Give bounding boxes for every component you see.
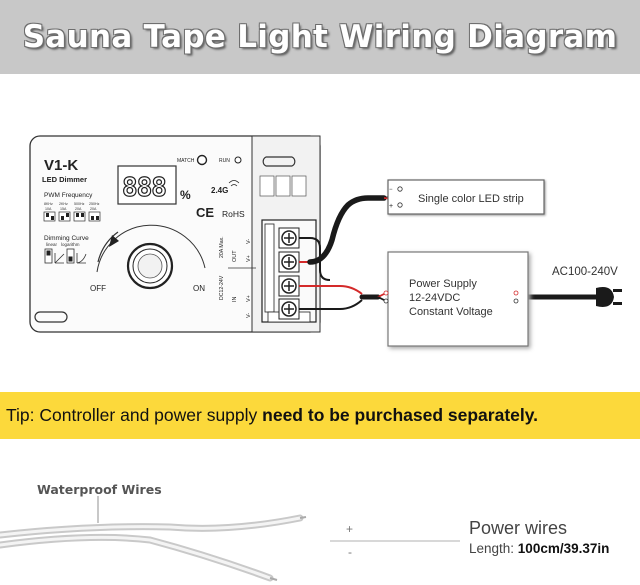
pwm-switches: 8KHz 2KHz 500Hz 250Hz 10A 15A 20A 20A — [43, 202, 101, 222]
length-prefix: Length: — [469, 541, 518, 556]
pwm-freq-label: 8KHz — [44, 202, 53, 206]
dim-curve-label: Dimming Curve — [44, 235, 89, 242]
dim-curve-switch[interactable] — [44, 248, 53, 264]
terminal-rating-label: 20A Max. — [219, 236, 225, 258]
terminal-in-label: IN — [232, 296, 238, 302]
pin-in-pos: V+ — [246, 295, 252, 302]
controller-subtitle: LED Dimmer — [42, 175, 87, 184]
dip-switch[interactable] — [73, 211, 86, 222]
dip-switch[interactable] — [43, 211, 56, 222]
wireless-icon — [228, 180, 240, 187]
knob-off-label: OFF — [90, 284, 106, 293]
terminal-screw-icon[interactable] — [278, 227, 300, 249]
linear-curve-icon — [54, 253, 65, 264]
pin-out-pos: V+ — [246, 255, 252, 262]
log-curve-icon — [76, 253, 87, 264]
strip-neg-symbol: − — [389, 187, 393, 193]
match-button[interactable] — [196, 154, 208, 166]
rohs-mark: RoHS — [222, 209, 245, 219]
waterproof-label: Waterproof Wires — [37, 482, 162, 497]
pwm-freq-label: 250Hz — [89, 202, 100, 206]
knob-on-label: ON — [193, 284, 205, 293]
pwm-freq-label: 500Hz — [74, 202, 85, 206]
pin-out-neg: V- — [246, 239, 252, 244]
page-title: Sauna Tape Light Wiring Diagram — [22, 19, 618, 55]
title-banner: Sauna Tape Light Wiring Diagram — [0, 0, 640, 74]
controller: V1-K LED Dimmer 888 % MATCH RUN 2.4G CE … — [29, 135, 321, 333]
ce-mark: CE — [196, 205, 214, 220]
strip-pos-symbol: + — [389, 203, 393, 210]
pwm-current-label: 20A — [75, 207, 82, 211]
wire-minus-symbol: - — [348, 545, 352, 559]
run-indicator — [234, 156, 242, 164]
controller-model: V1-K — [44, 157, 78, 174]
mains-label: AC100-240V — [552, 266, 618, 278]
pwm-current-label: 15A — [60, 207, 67, 211]
pwm-freq-label: 2KHz — [59, 202, 68, 206]
dim-curve-switch[interactable] — [66, 248, 75, 264]
wire-illustration: + - — [0, 496, 460, 582]
psu-line2: 12-24VDC — [409, 292, 460, 304]
mounting-slot-icon — [262, 156, 296, 167]
terminal-out-label: OUT — [232, 250, 238, 262]
pin-in-neg: V- — [246, 313, 252, 318]
strip-label: Single color LED strip — [418, 193, 524, 205]
dim-curve-log: logarithm — [61, 242, 80, 247]
led-strip: − + Single color LED strip — [387, 179, 545, 215]
pwm-current-label: 20A — [90, 207, 97, 211]
led-display — [117, 165, 177, 205]
dip-switch[interactable] — [88, 211, 101, 222]
terminal-screw-icon[interactable] — [278, 275, 300, 297]
length-value: 100cm/39.37in — [517, 541, 610, 556]
frequency-badge: 2.4G — [211, 186, 228, 195]
dimmer-knob[interactable] — [96, 224, 206, 290]
pwm-label: PWM Frequency — [44, 192, 93, 199]
plug-icon — [596, 287, 622, 307]
power-supply: Power Supply 12-24VDC Constant Voltage — [383, 251, 529, 347]
terminal-screw-icon[interactable] — [278, 298, 300, 320]
tip-emphasis: need to be purchased separately. — [262, 405, 539, 425]
percent-sign: % — [180, 188, 191, 202]
run-label: RUN — [219, 158, 230, 164]
mounting-slot-icon — [34, 311, 68, 323]
tip-bar: Tip: Controller and power supply need to… — [0, 392, 640, 439]
match-label: MATCH — [177, 158, 195, 164]
wiring-diagram: V1-K LED Dimmer 888 % MATCH RUN 2.4G CE … — [29, 135, 622, 347]
psu-line3: Constant Voltage — [409, 306, 493, 318]
pwm-current-label: 10A — [45, 207, 52, 211]
display-digits: 888 — [122, 173, 166, 203]
dim-curve-linear: linear — [46, 242, 58, 247]
waterproof-wire-icon — [0, 514, 307, 582]
psu-line1: Power Supply — [409, 278, 477, 290]
tip-prefix: Tip: Controller and power supply — [6, 405, 263, 425]
terminal-input-label: DC12-24V — [219, 275, 225, 300]
dip-switch[interactable] — [58, 211, 71, 222]
tip-text: Tip: Controller and power supply need to… — [6, 405, 538, 426]
wire-plus-symbol: + — [346, 522, 353, 536]
terminal-screw-icon[interactable] — [278, 251, 300, 273]
power-wires-title: Power wires — [469, 518, 568, 538]
wire-length: Length: 100cm/39.37in — [469, 541, 609, 556]
